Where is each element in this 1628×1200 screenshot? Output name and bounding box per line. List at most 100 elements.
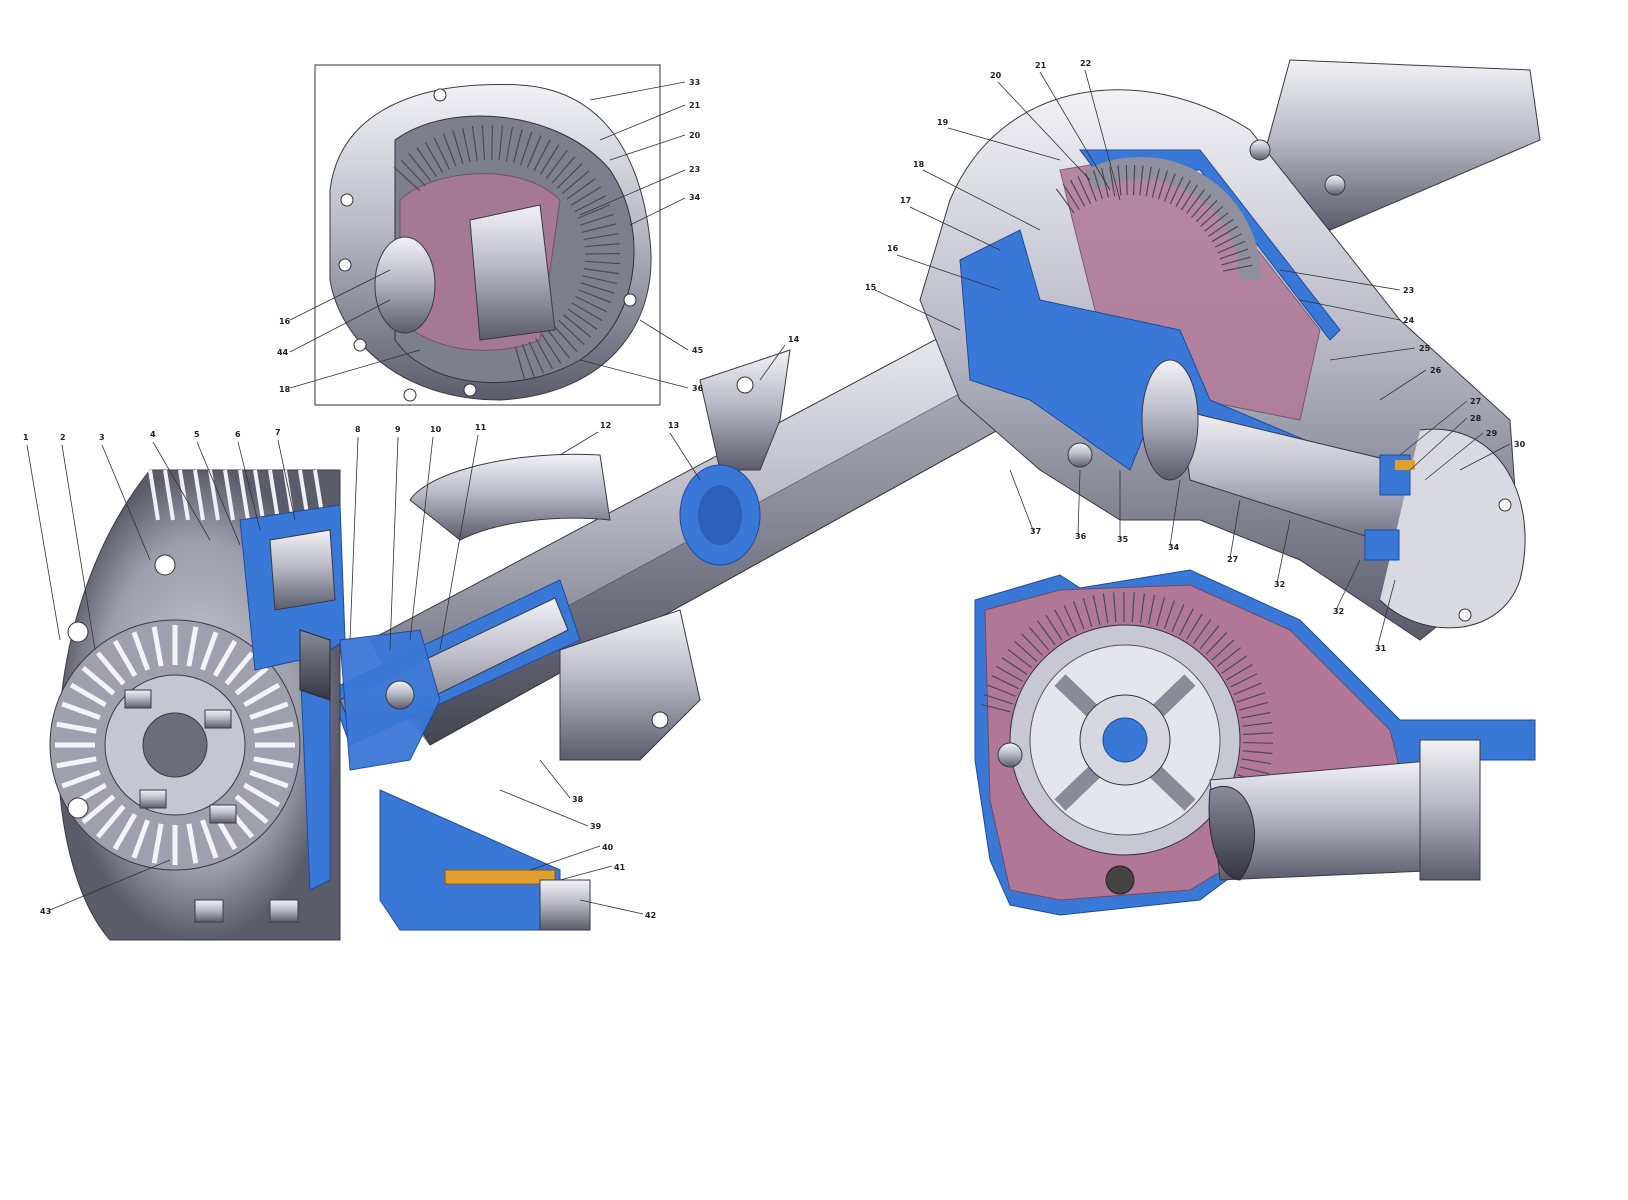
callout-44: 44 [277, 348, 289, 357]
leader-line [609, 134, 686, 161]
final-drive-section [974, 569, 1536, 916]
gear-tooth [526, 135, 542, 168]
leader-line [896, 254, 1001, 291]
callout-36-a: 36 [1075, 532, 1087, 541]
callout-13: 13 [668, 421, 679, 430]
gear-tooth [1195, 199, 1218, 223]
drum-fin [200, 819, 219, 859]
callout-41: 41 [614, 863, 626, 872]
gear-tooth [1036, 620, 1056, 646]
gear-tooth [577, 204, 611, 219]
callout-34-a: 34 [1168, 543, 1180, 552]
gear-tooth [1055, 188, 1075, 214]
callout-38: 38 [572, 795, 584, 804]
gear-tooth [1238, 701, 1269, 711]
callout-4: 4 [150, 430, 156, 439]
leader-line [1229, 499, 1241, 559]
drum-fin [81, 665, 116, 696]
bolt-hole [353, 338, 367, 352]
drum-fin [95, 651, 126, 686]
callout-27-a: 27 [1470, 397, 1481, 406]
callout-21: 21 [1035, 61, 1047, 70]
leader-line [559, 865, 613, 881]
bolt-hole [338, 258, 352, 272]
gear-tooth [1239, 766, 1270, 775]
leader-line [101, 444, 151, 561]
gear-tooth [1063, 604, 1077, 633]
drum-fin [61, 701, 101, 720]
callout-37: 37 [1030, 527, 1041, 536]
gear-tooth [481, 125, 486, 161]
callout-15: 15 [865, 283, 877, 292]
callout-33: 33 [689, 78, 700, 87]
leader-line [579, 359, 689, 389]
gear-tooth [1186, 613, 1203, 640]
crown-wheel [1055, 156, 1262, 281]
gear-tooth [545, 150, 568, 179]
gear-tooth [1236, 692, 1266, 703]
leader-line [579, 169, 686, 216]
drum-top-fin [223, 469, 235, 521]
gear-tooth [539, 144, 560, 175]
gear-tooth [1092, 170, 1103, 200]
callout-20: 20 [990, 71, 1002, 80]
gear-tooth [1054, 609, 1070, 637]
gear-tooth [1191, 194, 1212, 218]
gear-tooth [1021, 633, 1044, 656]
tube-bushing [679, 464, 761, 566]
gear-tooth [1125, 165, 1128, 196]
leader-line [909, 206, 1001, 251]
bolt-hole [433, 88, 447, 102]
gear-tooth [582, 223, 617, 233]
drum-fin [56, 721, 97, 734]
leader-line [1039, 71, 1111, 191]
callout-2: 2 [60, 433, 66, 442]
drum-top-fin [163, 469, 175, 521]
gear-tooth [1139, 593, 1146, 624]
callout-11: 11 [475, 423, 487, 432]
gear-tooth [452, 130, 464, 165]
differential-housing [919, 89, 1526, 641]
callout-19: 19 [937, 118, 949, 127]
gear-tooth [491, 125, 494, 161]
leader-line [389, 436, 399, 651]
gear-tooth [584, 243, 620, 248]
gear-tooth [1102, 593, 1109, 624]
drum-fin [131, 631, 150, 671]
lower-crown-wheel [981, 591, 1273, 785]
callout-7: 7 [275, 428, 281, 437]
callout-20-inset: 20 [689, 131, 701, 140]
gear-tooth [1163, 173, 1176, 202]
callout-9: 9 [395, 425, 401, 434]
callout-12: 12 [600, 421, 611, 430]
gear-tooth [1069, 179, 1086, 207]
gear-tooth [983, 694, 1013, 705]
gear-tooth [1045, 614, 1063, 641]
callout-3: 3 [99, 433, 105, 442]
drum-fin [249, 770, 289, 789]
drum-fin [186, 626, 199, 667]
drum-top-fin [208, 469, 220, 521]
leader-line [1379, 369, 1427, 401]
callout-30: 30 [1514, 440, 1526, 449]
leader-line [439, 434, 479, 651]
gear-tooth [1101, 168, 1110, 198]
drum-fin [151, 823, 164, 864]
leader-line [289, 349, 421, 389]
drum-fin [249, 701, 289, 720]
gear-tooth [578, 289, 612, 304]
gear-tooth [1001, 657, 1028, 675]
drum-fin [112, 813, 138, 851]
callout-43: 43 [40, 907, 51, 916]
gear-tooth [571, 302, 603, 322]
gear-tooth [1145, 166, 1152, 197]
drum-fin [224, 651, 255, 686]
leader-line [499, 789, 589, 827]
callout-24: 24 [1403, 316, 1415, 325]
gear-tooth [575, 295, 608, 313]
gear-tooth [1113, 592, 1117, 623]
gear-tooth [533, 139, 551, 172]
gear-tooth [562, 170, 590, 194]
leader-line [1279, 269, 1401, 291]
